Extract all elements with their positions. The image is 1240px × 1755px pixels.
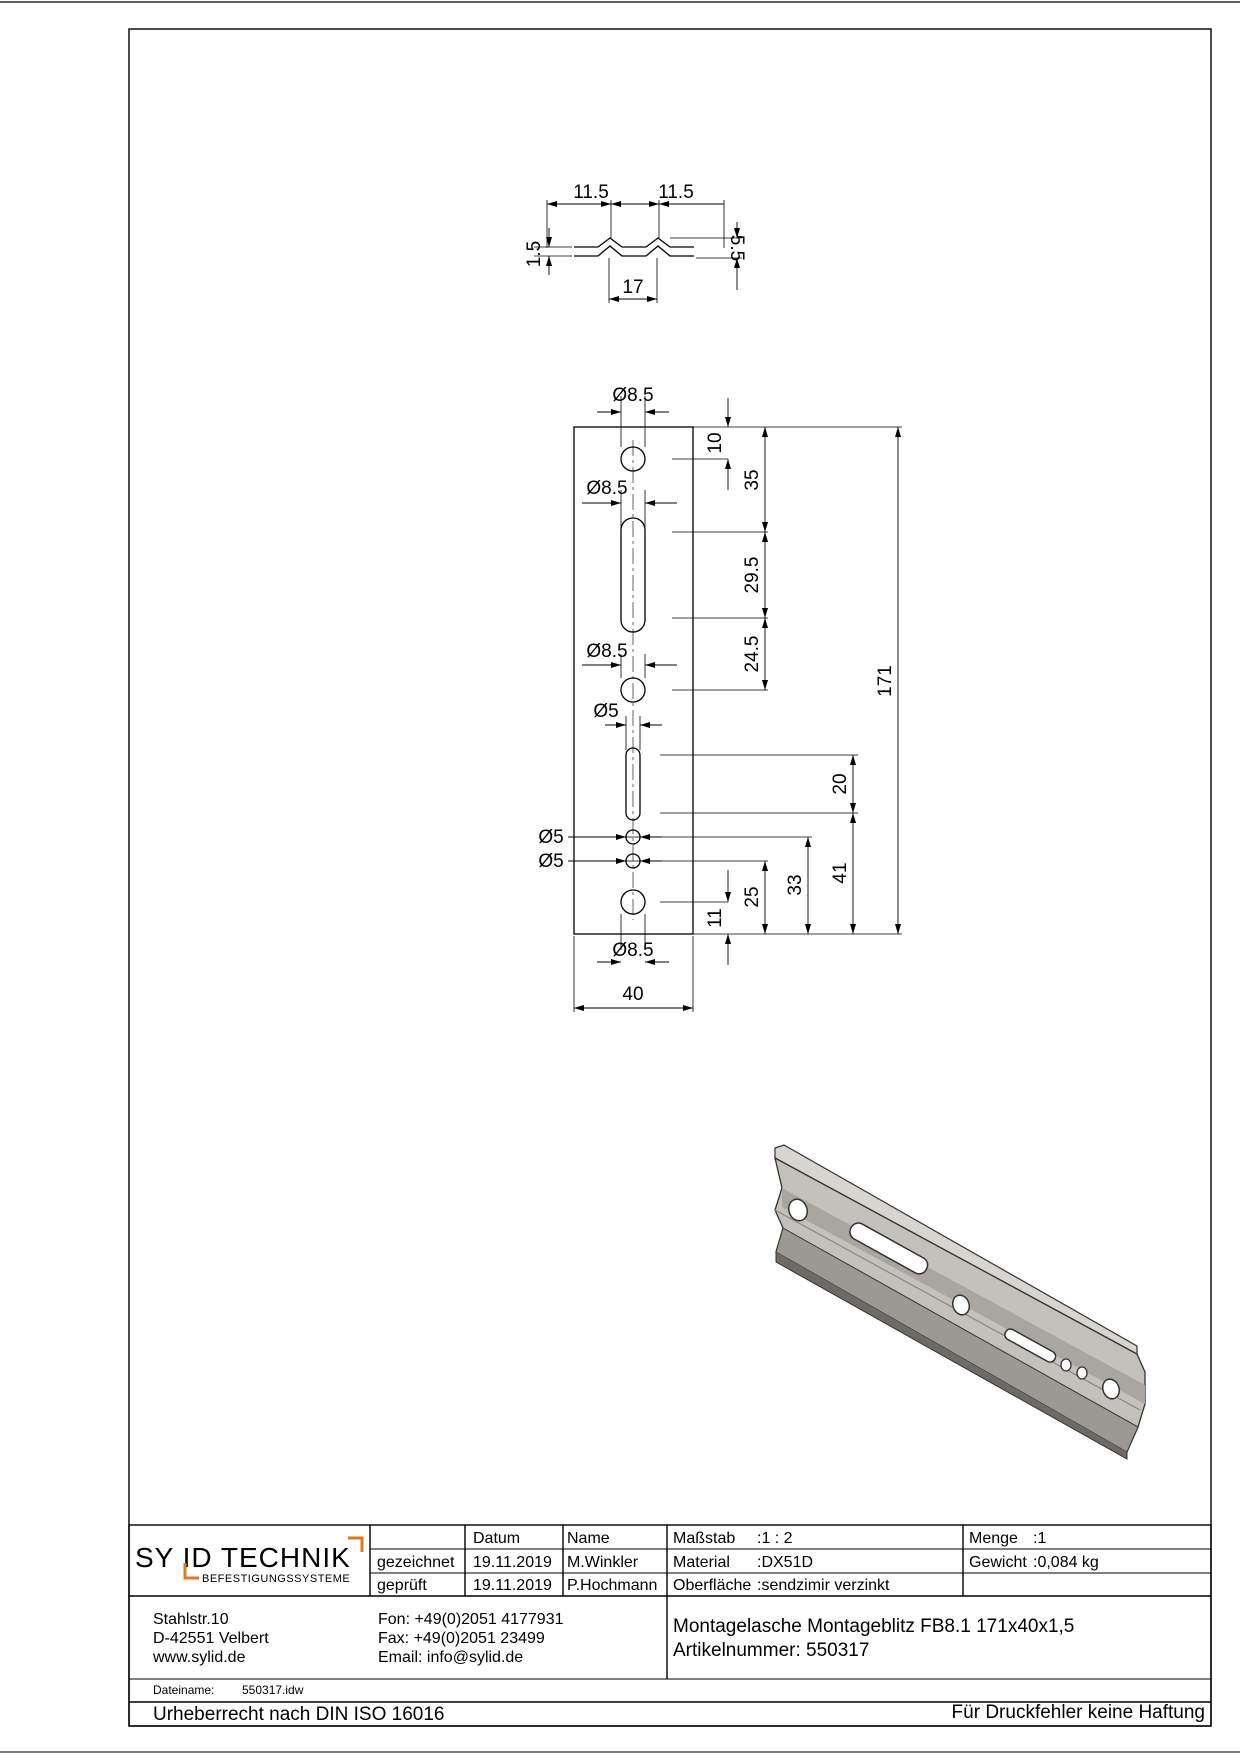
isometric-part-render — [774, 1144, 1146, 1460]
address-street: Stahlstr.10 — [153, 1611, 229, 1628]
dim-11: 11 — [705, 908, 726, 928]
dim-171: 171 — [875, 665, 896, 697]
title-block — [128, 1524, 1212, 1727]
contact-fax: Fax: +49(0)2051 23499 — [378, 1630, 545, 1647]
row-label-drawn: gezeichnet — [377, 1554, 455, 1571]
dim-small-hole-1-dia: Ø5 — [538, 827, 563, 848]
material-label: Material — [673, 1554, 730, 1571]
weight-value: :0,084 kg — [1033, 1554, 1099, 1571]
row-drawn-name: M.Winkler — [567, 1554, 639, 1571]
plan-view — [568, 396, 902, 1012]
dim-span: 17 — [622, 277, 643, 298]
dim-slot-small-dia: Ø5 — [593, 701, 618, 722]
dim-29-5: 29.5 — [742, 557, 763, 594]
print-error-disclaimer: Für Druckfehler keine Haftung — [952, 1702, 1205, 1723]
contact-phone: Fon: +49(0)2051 4177931 — [378, 1611, 564, 1628]
surface-value: :sendzimir verzinkt — [757, 1577, 890, 1594]
dim-41: 41 — [830, 862, 851, 883]
dim-pitch-right: 11.5 — [658, 182, 694, 203]
dim-20: 20 — [830, 773, 851, 794]
row-drawn-date: 19.11.2019 — [473, 1554, 552, 1571]
profile-outline-bottom — [574, 245, 694, 257]
dim-thickness: 1.5 — [524, 241, 545, 267]
address-web: www.sylid.de — [152, 1649, 246, 1666]
dim-33: 33 — [785, 874, 806, 895]
logo-wordmark: SY ID TECHNIK — [135, 1542, 351, 1573]
quantity-label: Menge — [969, 1530, 1018, 1547]
surface-label: Oberfläche — [673, 1577, 751, 1594]
logo-subtitle: BEFESTIGUNGSSYSTEME — [202, 1573, 350, 1585]
scale-value: :1 : 2 — [757, 1530, 793, 1547]
quantity-value: :1 — [1033, 1530, 1046, 1547]
company-logo: SY ID TECHNIK BEFESTIGUNGSSYSTEME — [135, 1536, 364, 1585]
address-city: D-42551 Velbert — [153, 1630, 269, 1647]
dim-hole-bottom-dia: Ø8.5 — [612, 940, 653, 961]
dim-10: 10 — [705, 432, 726, 453]
dim-hole-top-dia: Ø8.5 — [612, 385, 653, 406]
col-header-datum: Datum — [473, 1530, 520, 1547]
drawing-frame — [128, 28, 1212, 1727]
row-checked-name: P.Hochmann — [567, 1577, 657, 1594]
strap-outline — [573, 426, 694, 935]
scale-label: Maßstab — [673, 1530, 735, 1547]
material-value: :DX51D — [757, 1554, 813, 1571]
dim-slot-dia: Ø8.5 — [586, 478, 627, 499]
dim-width: 40 — [622, 984, 643, 1005]
profile-outline-top — [574, 237, 694, 248]
article-number: Artikelnummer: 550317 — [673, 1640, 869, 1661]
copyright-notice: Urheberrecht nach DIN ISO 16016 — [153, 1704, 445, 1725]
dim-24-5: 24.5 — [742, 636, 763, 673]
dim-height: 5.5 — [726, 235, 747, 261]
profile-view — [534, 200, 742, 303]
dim-small-hole-2-dia: Ø5 — [538, 851, 563, 872]
dim-hole-mid-dia: Ø8.5 — [586, 641, 627, 662]
dim-pitch-left: 11.5 — [573, 182, 609, 203]
dim-25: 25 — [742, 886, 763, 907]
filename-value: 550317.idw — [242, 1683, 304, 1697]
product-title: Montagelasche Montageblitz FB8.1 171x40x… — [673, 1616, 1074, 1637]
row-label-checked: geprüft — [377, 1577, 427, 1594]
contact-email: Email: info@sylid.de — [378, 1649, 523, 1666]
row-checked-date: 19.11.2019 — [473, 1577, 552, 1594]
filename-label: Dateiname: — [153, 1683, 214, 1697]
col-header-name: Name — [567, 1530, 610, 1547]
dim-35: 35 — [742, 469, 763, 490]
weight-label: Gewicht — [969, 1554, 1027, 1571]
